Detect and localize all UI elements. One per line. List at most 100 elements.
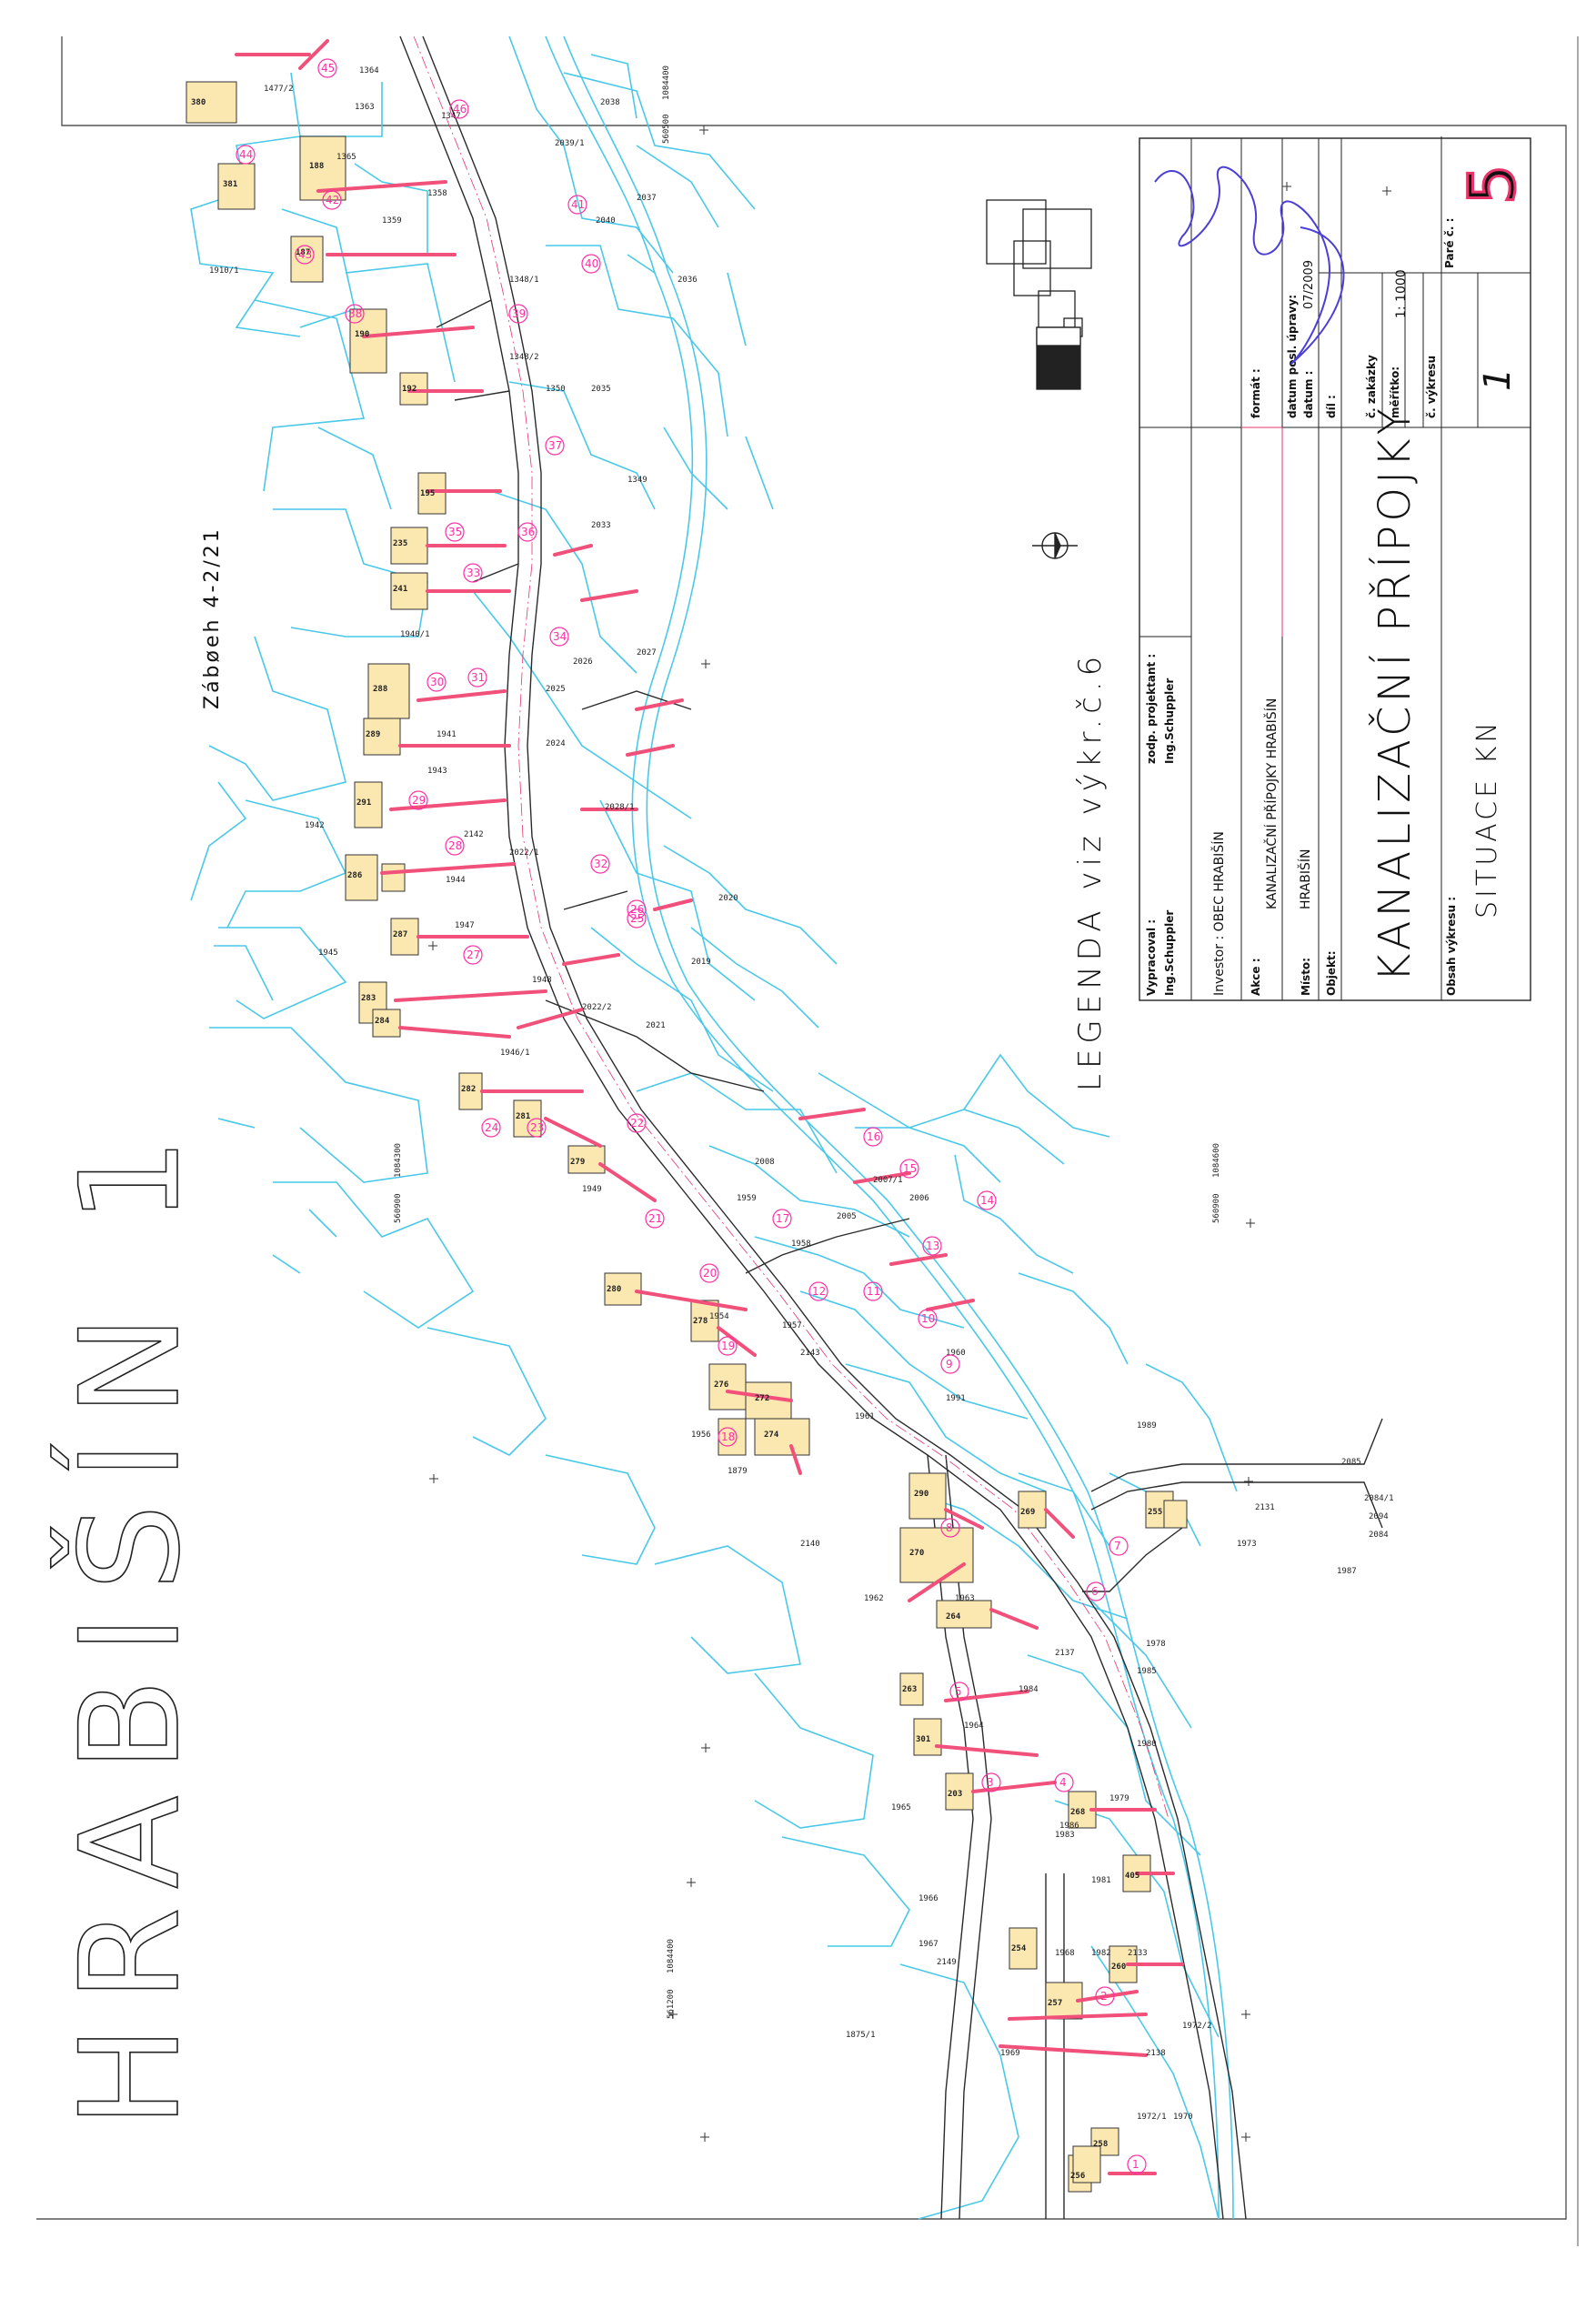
svg-text:1956: 1956 — [691, 1431, 711, 1440]
svg-text:3: 3 — [987, 1776, 994, 1789]
svg-text:2040: 2040 — [596, 216, 616, 226]
svg-text:37: 37 — [548, 439, 562, 452]
svg-text:24: 24 — [485, 1121, 498, 1134]
svg-text:2005: 2005 — [837, 1212, 857, 1221]
svg-text:268: 268 — [1070, 1808, 1085, 1817]
svg-text:9: 9 — [946, 1358, 953, 1370]
svg-text:12: 12 — [812, 1285, 826, 1298]
svg-text:29: 29 — [412, 794, 426, 807]
svg-text:14: 14 — [980, 1194, 994, 1207]
svg-text:2143: 2143 — [800, 1349, 820, 1358]
svg-text:2028/1: 2028/1 — [605, 803, 635, 812]
svg-text:5: 5 — [955, 1685, 962, 1698]
svg-text:1979: 1979 — [1109, 1794, 1129, 1803]
svg-text:2: 2 — [1100, 1990, 1108, 2003]
svg-text:Obsah výkresu :: Obsah výkresu : — [1445, 897, 1458, 996]
svg-text:2038: 2038 — [600, 98, 620, 107]
svg-text:1985: 1985 — [1137, 1667, 1157, 1676]
svg-text:1965: 1965 — [891, 1803, 911, 1812]
legend-note: LEGENDA viz výkr.č.6 — [1072, 651, 1109, 1091]
svg-text:1958: 1958 — [791, 1240, 811, 1249]
svg-text:405: 405 — [1125, 1872, 1139, 1881]
svg-text:1946/1: 1946/1 — [500, 1049, 530, 1058]
svg-text:1940/1: 1940/1 — [400, 630, 430, 639]
svg-text:07/2009: 07/2009 — [1302, 260, 1316, 309]
svg-text:1084400: 1084400 — [662, 65, 671, 100]
svg-text:1970: 1970 — [1173, 2113, 1193, 2122]
svg-text:1989: 1989 — [1137, 1421, 1157, 1431]
svg-text:datum posl. úpravy:: datum posl. úpravy: — [1286, 295, 1299, 418]
svg-text:20: 20 — [703, 1267, 717, 1280]
coord-labels: 560500 1084400 560900 1084300 560900 108… — [394, 65, 1221, 2019]
svg-text:2036: 2036 — [678, 276, 698, 285]
svg-text:1983: 1983 — [1055, 1831, 1075, 1840]
svg-text:2133: 2133 — [1128, 1949, 1148, 1958]
svg-text:1: 1000: 1: 1000 — [1394, 269, 1409, 318]
svg-text:Objekt:: Objekt: — [1325, 950, 1338, 996]
svg-text:1: 1 — [1477, 368, 1519, 391]
svg-text:561200: 561200 — [667, 1989, 676, 2019]
svg-text:2131: 2131 — [1255, 1503, 1275, 1512]
svg-text:255: 255 — [1148, 1508, 1162, 1517]
svg-text:Ing.Schuppler: Ing.Schuppler — [1163, 910, 1176, 996]
svg-text:2084: 2084 — [1369, 1531, 1389, 1540]
svg-text:1991: 1991 — [946, 1394, 966, 1403]
svg-text:2007/1: 2007/1 — [873, 1176, 903, 1185]
svg-text:34: 34 — [553, 630, 567, 643]
svg-text:2137: 2137 — [1055, 1649, 1075, 1658]
svg-text:2024: 2024 — [546, 739, 566, 748]
svg-text:290: 290 — [914, 1490, 928, 1499]
svg-text:46: 46 — [453, 103, 467, 115]
svg-text:1358: 1358 — [427, 189, 447, 198]
svg-text:Vypracoval :: Vypracoval : — [1145, 919, 1158, 996]
svg-text:1968: 1968 — [1055, 1949, 1075, 1958]
svg-text:HRABIŠÍN: HRABIŠÍN — [1297, 849, 1313, 910]
svg-text:č. výkresu: č. výkresu — [1425, 356, 1438, 418]
svg-text:270: 270 — [909, 1549, 924, 1558]
svg-text:13: 13 — [926, 1240, 939, 1252]
svg-text:195: 195 — [420, 489, 435, 498]
svg-text:2019: 2019 — [691, 958, 711, 967]
sheet-index-diagram — [986, 199, 1092, 390]
svg-text:2138: 2138 — [1146, 2049, 1166, 2058]
svg-text:40: 40 — [585, 257, 598, 270]
svg-text:1364: 1364 — [359, 66, 379, 75]
svg-text:2021: 2021 — [646, 1021, 666, 1030]
svg-text:č. zakázky: č. zakázky — [1365, 355, 1378, 418]
svg-text:1948: 1948 — [532, 976, 552, 985]
stream — [545, 35, 1234, 2220]
svg-text:2149: 2149 — [937, 1958, 957, 1967]
svg-text:276: 276 — [714, 1380, 728, 1390]
svg-text:1959: 1959 — [737, 1194, 757, 1203]
svg-text:1350: 1350 — [546, 385, 566, 394]
svg-text:41: 41 — [571, 198, 585, 211]
svg-text:1967: 1967 — [918, 1940, 939, 1949]
svg-text:KANALIZAČNÍ PŘÍPOJKY HRABIŠÍN: KANALIZAČNÍ PŘÍPOJKY HRABIŠÍN — [1263, 698, 1280, 909]
svg-text:254: 254 — [1011, 1944, 1027, 1953]
svg-text:45: 45 — [321, 62, 335, 75]
svg-text:1973: 1973 — [1237, 1540, 1257, 1549]
north-arrow-icon — [1032, 532, 1078, 559]
svg-text:1477/2: 1477/2 — [264, 85, 294, 94]
road-centreline — [413, 35, 1169, 1820]
svg-text:1947: 1947 — [455, 921, 475, 930]
svg-text:2035: 2035 — [591, 385, 611, 394]
svg-text:2142: 2142 — [464, 830, 484, 839]
svg-text:272: 272 — [755, 1394, 769, 1403]
svg-text:měřítko:: měřítko: — [1389, 366, 1401, 418]
svg-text:188: 188 — [309, 162, 324, 171]
svg-text:1879: 1879 — [728, 1467, 748, 1476]
map-subtitle: Zábøeh 4-2/21 — [201, 527, 224, 709]
svg-text:1944: 1944 — [446, 876, 466, 885]
svg-text:1363: 1363 — [355, 103, 375, 112]
svg-text:2033: 2033 — [591, 521, 611, 530]
svg-text:1365: 1365 — [336, 153, 356, 162]
svg-text:241: 241 — [393, 585, 407, 594]
grid-crosses — [428, 125, 1391, 2142]
svg-text:26: 26 — [630, 903, 644, 916]
svg-text:Zábøeh 4-2/21: Zábøeh 4-2/21 — [201, 527, 224, 709]
signature — [1154, 166, 1345, 365]
svg-text:2039/1: 2039/1 — [555, 139, 585, 148]
svg-text:263: 263 — [902, 1685, 917, 1694]
connection-numbers: 1 2 3 4 5 6 7 8 9 10 11 12 13 14 15 16 1… — [239, 62, 1139, 2171]
